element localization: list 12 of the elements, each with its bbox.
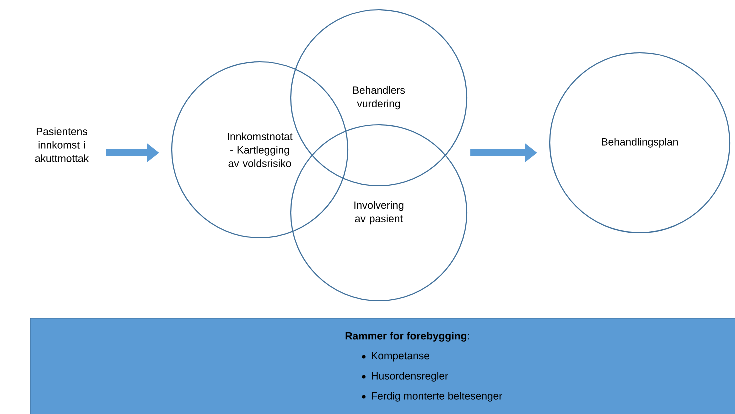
circle-label: Involvering av pasient <box>354 201 404 225</box>
process-circle <box>171 61 349 239</box>
circle-label: Behandlingsplan <box>602 138 678 148</box>
band-heading: Rammer for forebygging: <box>346 332 470 342</box>
list-item: Husordensregler <box>372 372 448 382</box>
framework-band <box>30 318 735 414</box>
circle-label: Innkomstnotat - Kartlegging av voldsrisiko <box>228 132 293 168</box>
list-item: Kompetanse <box>372 352 430 362</box>
circle-label: Behandlers vurdering <box>353 86 406 110</box>
list-item: Ferdig monterte beltesenger <box>372 392 502 402</box>
process-circle <box>549 52 731 234</box>
text-label: Pasientens innkomst i akuttmottak <box>35 128 90 162</box>
